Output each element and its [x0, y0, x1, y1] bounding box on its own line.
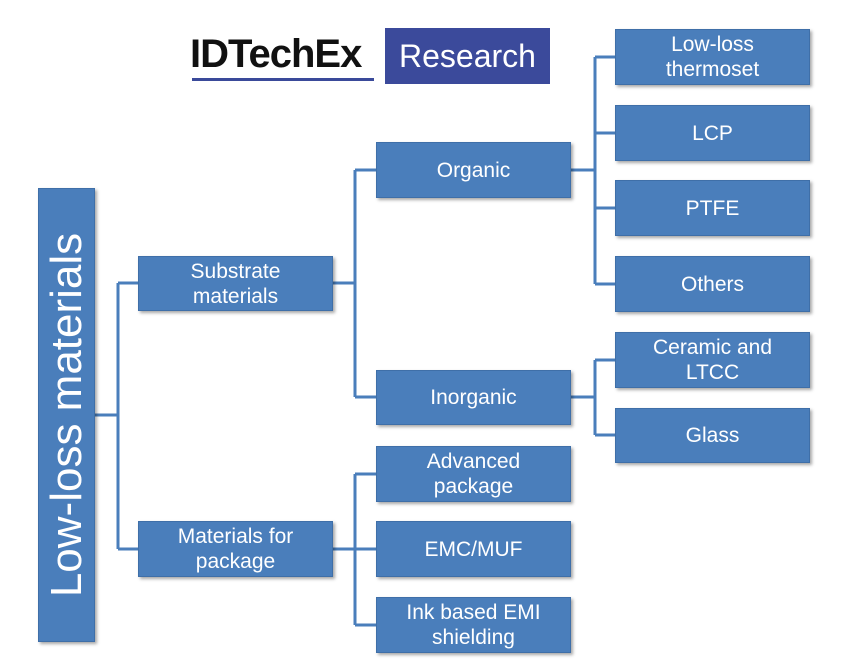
node-inorganic: Inorganic — [376, 370, 571, 425]
node-glass: Glass — [615, 408, 810, 463]
root-label: Low-loss materials — [41, 232, 91, 598]
node-others: Others — [615, 256, 810, 312]
root-node-low-loss-materials: Low-loss materials — [38, 188, 95, 642]
connector-package — [333, 472, 376, 627]
node-ceramic-and-ltcc: Ceramic and LTCC — [615, 332, 810, 388]
connector-root — [95, 281, 138, 551]
idtechex-logo: IDTechEx Research — [190, 28, 550, 84]
logo-badge: Research — [385, 28, 550, 84]
node-ptfe: PTFE — [615, 180, 810, 236]
node-emc-muf: EMC/MUF — [376, 521, 571, 577]
connector-organic — [571, 55, 615, 286]
connector-inorganic — [571, 358, 615, 437]
logo-underline — [192, 78, 374, 81]
node-ink-based-emi-shielding: Ink based EMI shielding — [376, 597, 571, 653]
node-lcp: LCP — [615, 105, 810, 161]
connector-substrate — [333, 168, 376, 399]
node-materials-for-package: Materials for package — [138, 521, 333, 577]
node-substrate-materials: Substrate materials — [138, 256, 333, 311]
node-organic: Organic — [376, 142, 571, 198]
node-low-loss-thermoset: Low-loss thermoset — [615, 29, 810, 85]
node-advanced-package: Advanced package — [376, 446, 571, 502]
logo-brand: IDTechEx — [190, 32, 362, 76]
